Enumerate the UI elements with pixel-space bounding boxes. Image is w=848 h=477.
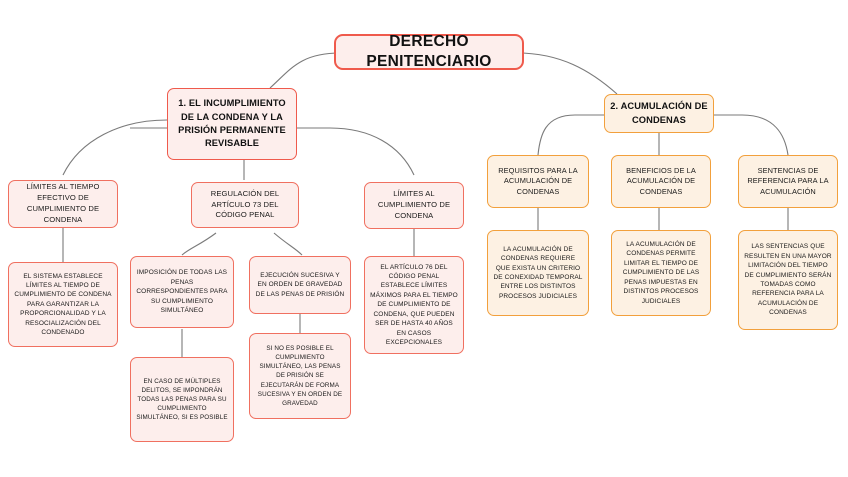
- branch2-child2-leaf-node[interactable]: LA ACUMULACIÓN DE CONDENAS PERMITE LIMIT…: [611, 230, 711, 316]
- branch2-child1-label: REQUISITOS PARA LA ACUMULACIÓN DE CONDEN…: [498, 165, 578, 196]
- edge-b2-d1: [537, 114, 576, 156]
- branch2-node-label: 2. ACUMULACIÓN DE CONDENAS: [610, 101, 708, 125]
- branch1-child2-g1-leaf-label: EN CASO DE MÚLTIPLES DELITOS, SE IMPONDR…: [136, 377, 228, 422]
- edge-c2-g1: [181, 232, 217, 256]
- edge-c2-g2: [273, 232, 303, 256]
- branch1-node-label: 1. EL INCUMPLIMIENTO DE LA CONDENA Y LA …: [178, 98, 286, 149]
- branch1-node[interactable]: 1. EL INCUMPLIMIENTO DE LA CONDENA Y LA …: [167, 88, 297, 160]
- edge-b1-c3: [329, 127, 415, 176]
- branch2-child3-leaf-label: LAS SENTENCIAS QUE RESULTEN EN UNA MAYOR…: [744, 243, 832, 317]
- branch1-child3-leaf-label: EL ARTÍCULO 76 DEL CÓDIGO PENAL ESTABLEC…: [370, 263, 458, 346]
- branch1-child1-leaf-label: EL SISTEMA ESTABLECE LÍMITES AL TIEMPO D…: [14, 272, 112, 337]
- branch2-child1-leaf-node[interactable]: LA ACUMULACIÓN DE CONDENAS REQUIERE QUE …: [487, 230, 589, 316]
- edge-root-branch1: [269, 52, 341, 89]
- branch2-child1-leaf-label: LA ACUMULACIÓN DE CONDENAS REQUIERE QUE …: [493, 245, 583, 300]
- branch1-child2-g2-leaf-node[interactable]: SI NO ES POSIBLE EL CUMPLIMIENTO SIMULTÁ…: [249, 333, 351, 419]
- edge-root-branch2: [516, 52, 618, 95]
- root-node-label: DERECHO PENITENCIARIO: [366, 33, 492, 70]
- branch2-child2-leaf-label: LA ACUMULACIÓN DE CONDENAS PERMITE LIMIT…: [622, 241, 700, 305]
- branch2-child3-leaf-node[interactable]: LAS SENTENCIAS QUE RESULTEN EN UNA MAYOR…: [738, 230, 838, 330]
- branch1-child2-g1-label: IMPOSICIÓN DE TODAS LAS PENAS CORRESPOND…: [136, 269, 228, 315]
- branch2-child1-node[interactable]: REQUISITOS PARA LA ACUMULACIÓN DE CONDEN…: [487, 155, 589, 208]
- branch1-child2-g1-leaf-node[interactable]: EN CASO DE MÚLTIPLES DELITOS, SE IMPONDR…: [130, 357, 234, 442]
- branch1-child3-node[interactable]: LÍMITES AL CUMPLIMIENTO DE CONDENA: [364, 182, 464, 229]
- branch1-child2-g2-node[interactable]: EJECUCIÓN SUCESIVA Y EN ORDEN DE GRAVEDA…: [249, 256, 351, 314]
- branch1-child1-node[interactable]: LÍMITES AL TIEMPO EFECTIVO DE CUMPLIMIEN…: [8, 180, 118, 228]
- branch2-child3-node[interactable]: SENTENCIAS DE REFERENCIA PARA LA ACUMULA…: [738, 155, 838, 208]
- branch1-child2-g2-label: EJECUCIÓN SUCESIVA Y EN ORDEN DE GRAVEDA…: [255, 271, 345, 298]
- branch1-child3-label: LÍMITES AL CUMPLIMIENTO DE CONDENA: [377, 189, 451, 220]
- branch1-child3-leaf-node[interactable]: EL ARTÍCULO 76 DEL CÓDIGO PENAL ESTABLEC…: [364, 256, 464, 354]
- branch1-child1-label: LÍMITES AL TIEMPO EFECTIVO DE CUMPLIMIEN…: [26, 182, 100, 224]
- branch2-child3-label: SENTENCIAS DE REFERENCIA PARA LA ACUMULA…: [747, 165, 829, 196]
- edge-b2-d3: [741, 114, 789, 156]
- branch2-child2-label: BENEFICIOS DE LA ACUMULACIÓN DE CONDENAS: [626, 165, 696, 196]
- branch1-child2-g2-leaf-label: SI NO ES POSIBLE EL CUMPLIMIENTO SIMULTÁ…: [257, 345, 343, 407]
- branch2-child2-node[interactable]: BENEFICIOS DE LA ACUMULACIÓN DE CONDENAS: [611, 155, 711, 208]
- branch1-child2-label: REGULACIÓN DEL ARTÍCULO 73 DEL CÓDIGO PE…: [210, 188, 280, 220]
- branch2-node[interactable]: 2. ACUMULACIÓN DE CONDENAS: [604, 94, 714, 133]
- edge-b1-c1: [62, 119, 168, 176]
- branch1-child2-node[interactable]: REGULACIÓN DEL ARTÍCULO 73 DEL CÓDIGO PE…: [191, 182, 299, 228]
- root-node[interactable]: DERECHO PENITENCIARIO: [334, 33, 524, 70]
- branch1-child1-leaf-node[interactable]: EL SISTEMA ESTABLECE LÍMITES AL TIEMPO D…: [8, 262, 118, 347]
- branch1-child2-g1-node[interactable]: IMPOSICIÓN DE TODAS LAS PENAS CORRESPOND…: [130, 256, 234, 328]
